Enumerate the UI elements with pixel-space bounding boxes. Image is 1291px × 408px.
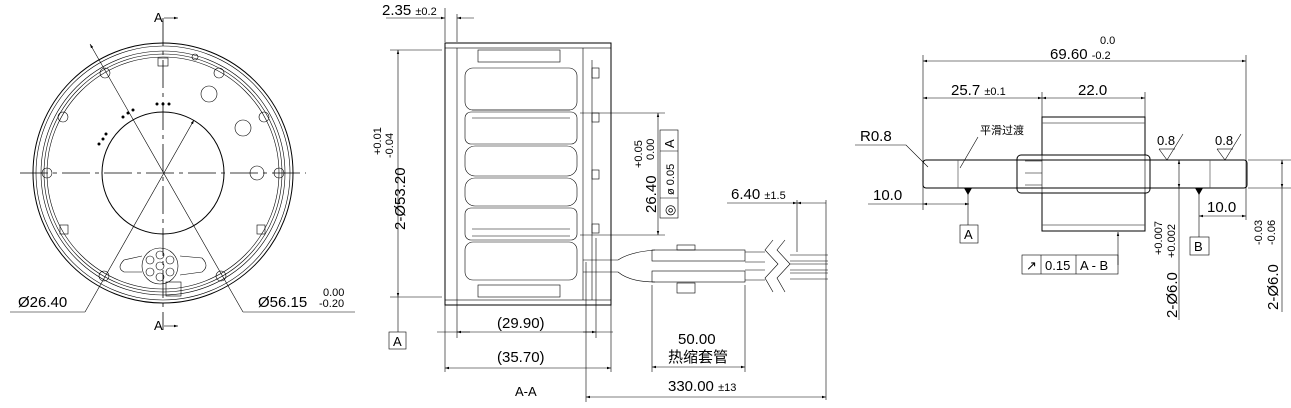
rotor-core-top bbox=[1041, 116, 1146, 156]
magnet-bottom bbox=[477, 284, 561, 298]
datum-a-label: A bbox=[964, 227, 973, 242]
datum-a-box bbox=[388, 331, 407, 350]
left-end-length-label: 10.0 bbox=[873, 187, 902, 204]
datum-b-box bbox=[1189, 236, 1210, 256]
svg-text:0.8: 0.8 bbox=[1215, 133, 1233, 148]
heat-shrink-sleeve bbox=[651, 249, 746, 262]
stator-windings bbox=[464, 67, 600, 281]
fcf-value: ø 0.05 bbox=[665, 164, 677, 195]
outer-diameter-tol-lower: -0.20 bbox=[319, 298, 344, 310]
mounting-holes bbox=[41, 53, 285, 282]
roughness-symbol-2: 0.8 bbox=[1215, 133, 1242, 161]
strip-length-label: 6.40 ±1.5 bbox=[731, 186, 786, 203]
section-view: 2.35 ±0.2 2-Ø53.20 +0.01 -0.04 A 26.40 +… bbox=[372, 2, 828, 402]
rotor-core-bottom bbox=[1041, 192, 1146, 232]
sleeve-length-label: 50.00 bbox=[678, 331, 716, 348]
runout-frame: ↗ 0.15 A - B bbox=[1021, 232, 1120, 275]
total-length-tol-upper: 0.0 bbox=[1100, 35, 1115, 47]
datum-a-label: A bbox=[393, 334, 402, 349]
shaft-dia-2-tol-upper: -0.03 bbox=[1253, 220, 1265, 245]
total-length-label: 69.60 -0.2 bbox=[1050, 46, 1111, 63]
concentricity-icon: ◎ bbox=[662, 205, 677, 216]
inner-diameter-label: Ø26.40 bbox=[18, 294, 67, 311]
wall-thickness-label: 2.35 ±0.2 bbox=[382, 2, 437, 19]
break-line bbox=[764, 239, 791, 293]
shaft-dia-1-tol-lower: +0.002 bbox=[1166, 224, 1178, 258]
shaft-dia-1-label: 2-Ø6.0 bbox=[1164, 272, 1181, 318]
id-tol-upper: +0.05 bbox=[633, 140, 645, 168]
outer-diameter-label: Ø56.15 bbox=[258, 294, 307, 311]
right-end-length-label: 10.0 bbox=[1207, 199, 1236, 216]
id-dim-label: 26.40 bbox=[643, 175, 660, 213]
sleeve-note: 热缩套管 bbox=[668, 349, 728, 366]
inner-dia-line bbox=[84, 119, 195, 313]
cable-connector bbox=[119, 247, 207, 297]
section-title: A-A bbox=[515, 384, 537, 399]
outer-length-label: (35.70) bbox=[497, 349, 545, 366]
concentricity-frame: A ø 0.05 ◎ bbox=[659, 129, 679, 219]
indicator-dots bbox=[97, 102, 171, 146]
roughness-symbol-1: 0.8 bbox=[1157, 133, 1184, 161]
shoulder-length-label: 25.7 ±0.1 bbox=[951, 82, 1006, 99]
od-dim-label: 2-Ø53.20 bbox=[392, 167, 409, 230]
outer-dia-line bbox=[89, 43, 244, 313]
id-tol-lower: 0.00 bbox=[645, 139, 657, 160]
cable-length-label: 330.00 ±13 bbox=[668, 378, 736, 395]
datum-b-label: B bbox=[1194, 239, 1203, 254]
outer-diameter-tol-upper: 0.00 bbox=[323, 287, 344, 299]
section-mark-bottom: A bbox=[154, 318, 163, 333]
runout-icon: ↗ bbox=[1026, 258, 1037, 273]
shaft bbox=[922, 159, 1248, 189]
rotor-view: 69.60 -0.2 0.0 25.7 ±0.1 22.0 R0.8 平滑过渡 … bbox=[855, 35, 1291, 320]
fcf-datum: A bbox=[662, 139, 677, 148]
transition-note: 平滑过渡 bbox=[980, 123, 1024, 137]
shaft-dia-1-tol-upper: +0.007 bbox=[1153, 221, 1165, 255]
cable bbox=[583, 239, 828, 294]
front-view: A A Ø26.40 Ø56.15 0.00 -0.20 bbox=[10, 10, 355, 333]
inner-length-label: (29.90) bbox=[497, 315, 545, 332]
magnet-top bbox=[477, 49, 561, 63]
radius-label: R0.8 bbox=[860, 128, 892, 145]
runout-datum: A - B bbox=[1080, 258, 1108, 273]
od-tol-lower: -0.04 bbox=[384, 133, 396, 158]
datum-a-box bbox=[959, 224, 979, 244]
section-mark-top: A bbox=[154, 10, 163, 25]
od-tol-upper: +0.01 bbox=[372, 127, 384, 155]
shaft-dia-2-tol-lower: -0.06 bbox=[1266, 220, 1278, 245]
core-length-label: 22.0 bbox=[1078, 82, 1107, 99]
runout-value: 0.15 bbox=[1045, 258, 1070, 273]
outer-rim bbox=[32, 42, 294, 304]
shaft-dia-2-label: 2-Ø6.0 bbox=[1265, 264, 1282, 310]
inner-bore bbox=[101, 111, 225, 235]
svg-text:0.8: 0.8 bbox=[1157, 133, 1175, 148]
